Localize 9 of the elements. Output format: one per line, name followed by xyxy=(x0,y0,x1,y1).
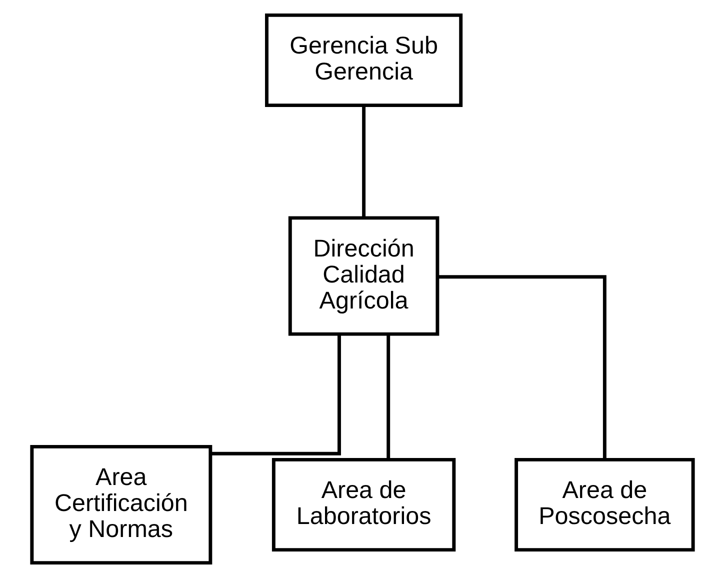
node-box: Area de Poscosecha xyxy=(514,458,695,552)
connector xyxy=(210,334,341,456)
node-box: Area de Laboratorios xyxy=(272,458,456,552)
node-box: Area Certificación y Normas xyxy=(30,444,212,565)
connector xyxy=(438,275,606,460)
node-box: Gerencia Sub Gerencia xyxy=(265,13,463,108)
connector xyxy=(386,334,390,460)
connector xyxy=(362,105,366,218)
node-box: Dirección Calidad Agrícola xyxy=(288,216,440,336)
